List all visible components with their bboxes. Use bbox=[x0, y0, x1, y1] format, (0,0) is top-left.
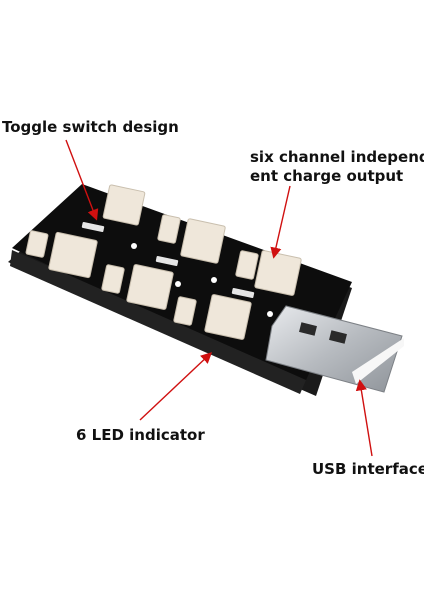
usb-plug bbox=[265, 305, 404, 393]
six-channel-caption-line2: ent charge output bbox=[250, 167, 404, 185]
toggle-switch-caption: Toggle switch design bbox=[2, 118, 179, 136]
circuit-board bbox=[12, 184, 352, 380]
led-indicator-caption: 6 LED indicator bbox=[76, 426, 205, 444]
callout-lines bbox=[65, 139, 373, 457]
switch-and-led-row bbox=[81, 221, 273, 317]
six-channel-caption-line1: six channel independ bbox=[250, 148, 424, 166]
jst-connectors bbox=[25, 184, 302, 340]
board-edge bbox=[10, 250, 306, 394]
usb-interface-caption: USB interface bbox=[312, 460, 424, 478]
six-channel-caption: six channel independ ent charge output bbox=[250, 148, 424, 186]
